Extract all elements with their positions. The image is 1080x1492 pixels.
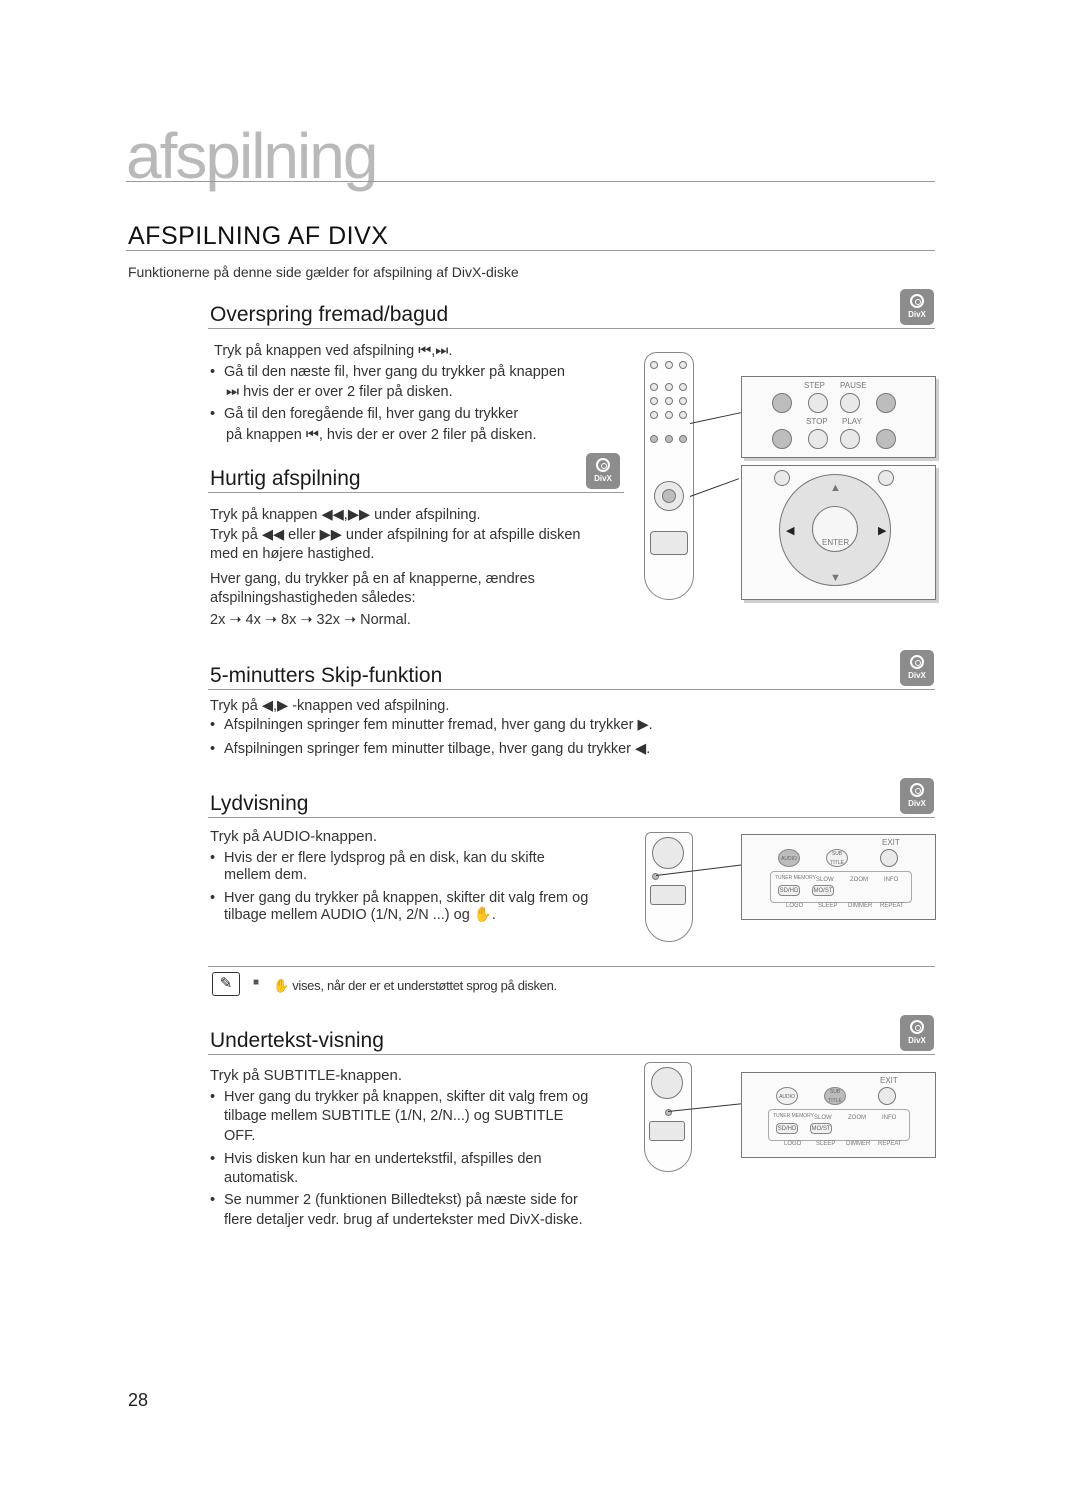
page-number: 28	[128, 1390, 149, 1410]
chapter-rule	[126, 181, 935, 182]
s4-rule	[208, 817, 935, 818]
s1-heading: Overspring fremad/bagud	[210, 303, 449, 326]
disc-icon	[596, 458, 610, 472]
s5-rule	[208, 1054, 935, 1055]
divx-badge: DivX	[900, 778, 934, 814]
remote-control-illustration	[644, 352, 694, 600]
up-arrow-icon: ▲	[830, 482, 841, 494]
s3-heading: 5-minutters Skip-funktion	[210, 664, 443, 687]
navigation-wheel-panel: ENTER ▲ ▼ ◀ ▶	[741, 465, 936, 600]
s1-bullet1: Gå til den næste fil, hver gang du trykk…	[210, 363, 565, 382]
s2-line5: afspilningshastigheden således:	[210, 590, 416, 606]
s3-rule	[208, 689, 935, 690]
s2-line4: Hver gang, du trykker på en af knapperne…	[210, 571, 535, 587]
divx-badge: DivX	[900, 1015, 934, 1051]
s4-line1: Tryk på AUDIO-knappen.	[210, 828, 378, 845]
section-rule	[126, 250, 935, 251]
disc-icon	[910, 783, 924, 797]
s5-bullet3-cont: flere detaljer vedr. brug af undertekste…	[224, 1212, 583, 1228]
chapter-title: afspilning	[126, 120, 378, 192]
pause-button[interactable]	[840, 393, 860, 413]
s2-line2: Tryk på ◀◀ eller ▶▶ under afspilning for…	[210, 527, 581, 543]
return-icon[interactable]	[878, 470, 894, 486]
audio-button[interactable]: AUDIO	[776, 1087, 798, 1105]
divx-badge: DivX	[586, 453, 620, 489]
intro-text: Funktionerne på denne side gælder for af…	[128, 264, 519, 280]
s4-heading: Lydvisning	[210, 792, 309, 815]
exit-button[interactable]	[880, 849, 898, 867]
s5-heading: Undertekst-visning	[210, 1029, 384, 1052]
play-button[interactable]	[840, 429, 860, 449]
s2-line3: med en højere hastighed.	[210, 546, 375, 562]
stop-button[interactable]	[808, 429, 828, 449]
subtitle-buttons-panel: EXIT AUDIO SUB TITLE TUNER MEMORY SLOW Z…	[741, 1072, 936, 1158]
step-button[interactable]	[808, 393, 828, 413]
s2-line1: Tryk på knappen ◀◀,▶▶ under afspilning.	[210, 507, 481, 523]
s5-bullet1-cont2: OFF.	[224, 1128, 256, 1144]
s4-bullet1: Hvis der er flere lydsprog på en disk, k…	[210, 849, 545, 868]
mo-st-button[interactable]: MO/ST	[812, 885, 834, 896]
sd-hd-button[interactable]: SD/HD	[776, 1123, 798, 1134]
disc-icon	[910, 294, 924, 308]
audio-buttons-panel: EXIT AUDIO SUB TITLE TUNER MEMORY SLOW Z…	[741, 834, 936, 920]
disc-icon	[910, 655, 924, 669]
s4-bullet2: Hver gang du trykker på knappen, skifter…	[210, 889, 588, 908]
note-bullet-icon: ■	[253, 977, 260, 988]
remote-control-illustration	[645, 832, 693, 942]
subtitle-button[interactable]: SUB TITLE	[826, 849, 848, 867]
fast-forward-button[interactable]	[876, 429, 896, 449]
s1-rule	[208, 328, 935, 329]
transport-buttons-panel: STEP PAUSE STOP PLAY	[741, 376, 936, 458]
s3-line1: Tryk på ◀,▶ -knappen ved afspilning.	[210, 698, 450, 714]
rewind-button[interactable]	[772, 429, 792, 449]
s3-bullet1: Afspilningen springer fem minutter frema…	[210, 716, 653, 735]
divx-badge: DivX	[900, 650, 934, 686]
note-icon: ✎	[212, 972, 240, 996]
divx-badge: DivX	[900, 289, 934, 325]
connector-line	[689, 412, 741, 424]
s5-bullet2: Hvis disken kun har en undertekstfil, af…	[210, 1150, 542, 1169]
s5-bullet2-cont: automatisk.	[224, 1170, 299, 1186]
s5-bullet3: Se nummer 2 (funktionen Billedtekst) på …	[210, 1191, 578, 1210]
audio-button[interactable]: AUDIO	[778, 849, 800, 867]
s3-bullet2: Afspilningen springer fem minutter tilba…	[210, 740, 650, 759]
right-arrow-icon: ▶	[878, 525, 887, 537]
s5-bullet1: Hver gang du trykker på knappen, skifter…	[210, 1088, 588, 1107]
note-rule	[208, 966, 935, 967]
down-arrow-icon: ▼	[830, 572, 841, 584]
s5-bullet1-cont: tilbage mellem SUBTITLE (1/N, 2/N...) og…	[224, 1108, 564, 1124]
enter-button[interactable]	[812, 506, 858, 552]
connector-line	[689, 478, 740, 497]
s1-bullet1-cont: ⏭ hvis der er over 2 filer på disken.	[226, 384, 453, 400]
s4-bullet1-cont: mellem dem.	[224, 867, 307, 883]
mo-st-button[interactable]: MO/ST	[810, 1123, 832, 1134]
subtitle-button[interactable]: SUB TITLE	[824, 1087, 846, 1105]
note-text: ✋ vises, når der er et understøttet spro…	[273, 978, 557, 993]
s5-line1: Tryk på SUBTITLE-knappen.	[210, 1067, 403, 1084]
sd-hd-button[interactable]: SD/HD	[778, 885, 800, 896]
s2-speed-sequence: 2x ➝ 4x ➝ 8x ➝ 32x ➝ Normal.	[210, 612, 411, 628]
exit-button[interactable]	[878, 1087, 896, 1105]
s1-bullet2: Gå til den foregående fil, hver gang du …	[210, 405, 518, 424]
s4-bullet2-cont: tilbage mellem AUDIO (1/N, 2/N ...) og ✋…	[224, 907, 496, 923]
skip-forward-button[interactable]	[876, 393, 896, 413]
menu-icon[interactable]	[774, 470, 790, 486]
s2-heading: Hurtig afspilning	[210, 467, 361, 490]
s1-line1: Tryk på knappen ved afspilning ⏮,⏭.	[214, 343, 453, 359]
s1-bullet2-cont: på knappen ⏮, hvis der er over 2 filer p…	[226, 427, 537, 443]
s2-rule	[208, 492, 624, 493]
remote-control-illustration	[644, 1062, 692, 1172]
disc-icon	[910, 1020, 924, 1034]
left-arrow-icon: ◀	[786, 525, 795, 537]
section-title: AFSPILNING AF DIVX	[128, 222, 389, 250]
skip-back-button[interactable]	[772, 393, 792, 413]
